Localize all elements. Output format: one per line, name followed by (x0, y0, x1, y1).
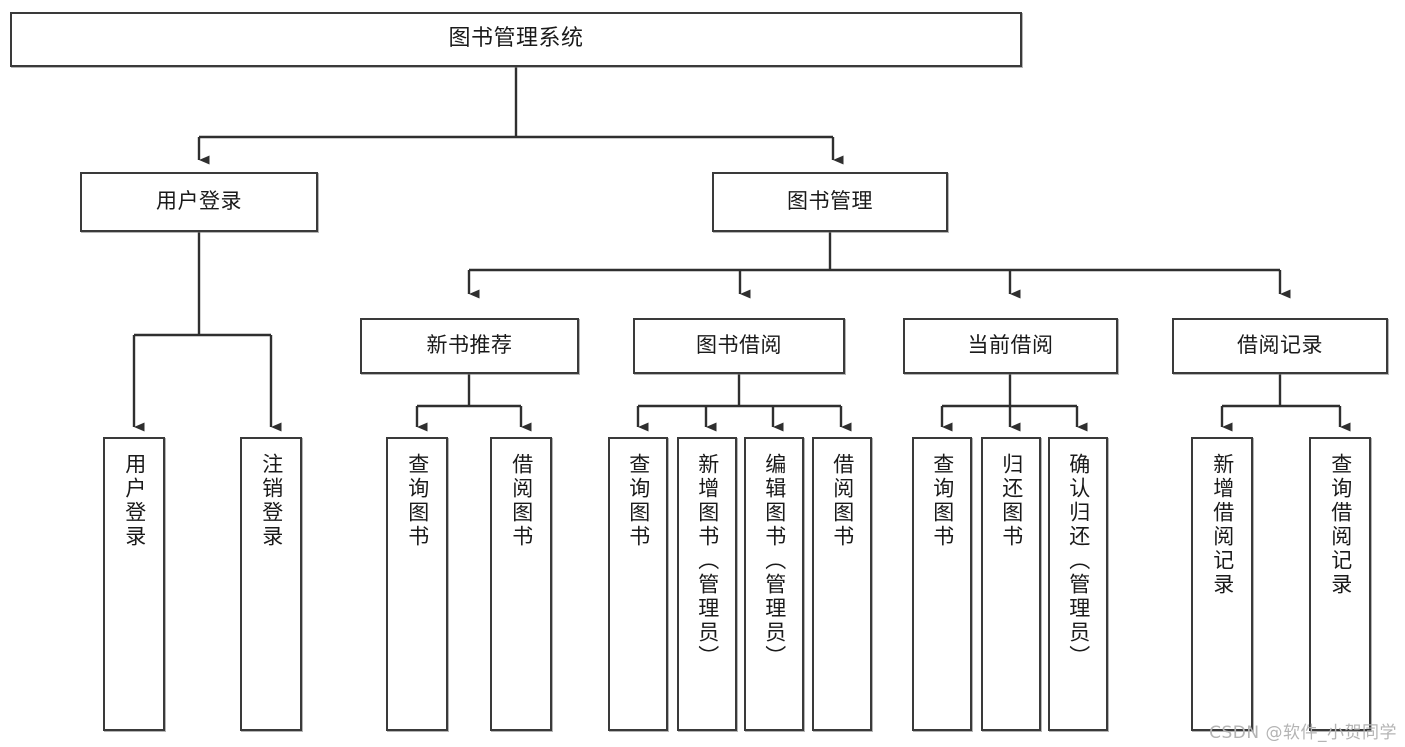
node-label: 当前借阅 (967, 333, 1054, 358)
node-root-system[interactable]: 图书管理系统 (10, 12, 1022, 67)
node-leaf-borrow-book-1[interactable]: 借阅图书 (490, 437, 552, 731)
node-label: 用户登录 (122, 453, 147, 549)
node-label: 图书借阅 (696, 333, 782, 358)
node-leaf-query-book-3[interactable]: 查询图书 (912, 437, 972, 731)
node-leaf-query-book-1[interactable]: 查询图书 (386, 437, 448, 731)
node-label: 查询图书 (930, 453, 955, 549)
node-label: 用户登录 (156, 189, 242, 214)
node-leaf-add-book[interactable]: 新增图书（管理员） (677, 437, 737, 731)
node-label: 借阅图书 (509, 453, 534, 549)
node-label: 借阅图书 (830, 453, 855, 549)
node-book-borrow[interactable]: 图书借阅 (633, 318, 845, 374)
node-leaf-confirm-return[interactable]: 确认归还（管理员） (1048, 437, 1108, 731)
node-book-manage[interactable]: 图书管理 (712, 172, 948, 232)
node-label: 图书管理系统 (448, 26, 584, 52)
node-label: 查询图书 (405, 453, 430, 549)
node-label: 查询借阅记录 (1328, 453, 1353, 597)
node-leaf-user-login[interactable]: 用户登录 (103, 437, 165, 731)
node-leaf-borrow-book-2[interactable]: 借阅图书 (812, 437, 872, 731)
node-leaf-logout-login[interactable]: 注销登录 (240, 437, 302, 731)
node-leaf-add-record[interactable]: 新增借阅记录 (1191, 437, 1253, 731)
node-new-book-rec[interactable]: 新书推荐 (360, 318, 579, 374)
node-user-login[interactable]: 用户登录 (80, 172, 318, 232)
node-label: 新书推荐 (426, 333, 513, 358)
node-leaf-query-book-2[interactable]: 查询图书 (608, 437, 668, 731)
node-borrow-record[interactable]: 借阅记录 (1172, 318, 1388, 374)
node-label: 借阅记录 (1237, 333, 1323, 358)
node-label: 归还图书 (999, 453, 1024, 549)
node-label: 编辑图书（管理员） (762, 453, 787, 669)
watermark-text: CSDN @软件_小贺同学 (1209, 723, 1397, 743)
node-label: 查询图书 (626, 453, 651, 549)
node-label: 图书管理 (787, 189, 873, 214)
node-leaf-return-book[interactable]: 归还图书 (981, 437, 1041, 731)
node-label: 注销登录 (259, 453, 284, 549)
node-label: 新增图书（管理员） (695, 453, 720, 669)
node-label: 新增借阅记录 (1210, 453, 1235, 597)
node-leaf-edit-book[interactable]: 编辑图书（管理员） (744, 437, 804, 731)
node-leaf-query-record[interactable]: 查询借阅记录 (1309, 437, 1371, 731)
node-label: 确认归还（管理员） (1066, 453, 1091, 669)
node-current-borrow[interactable]: 当前借阅 (903, 318, 1118, 374)
